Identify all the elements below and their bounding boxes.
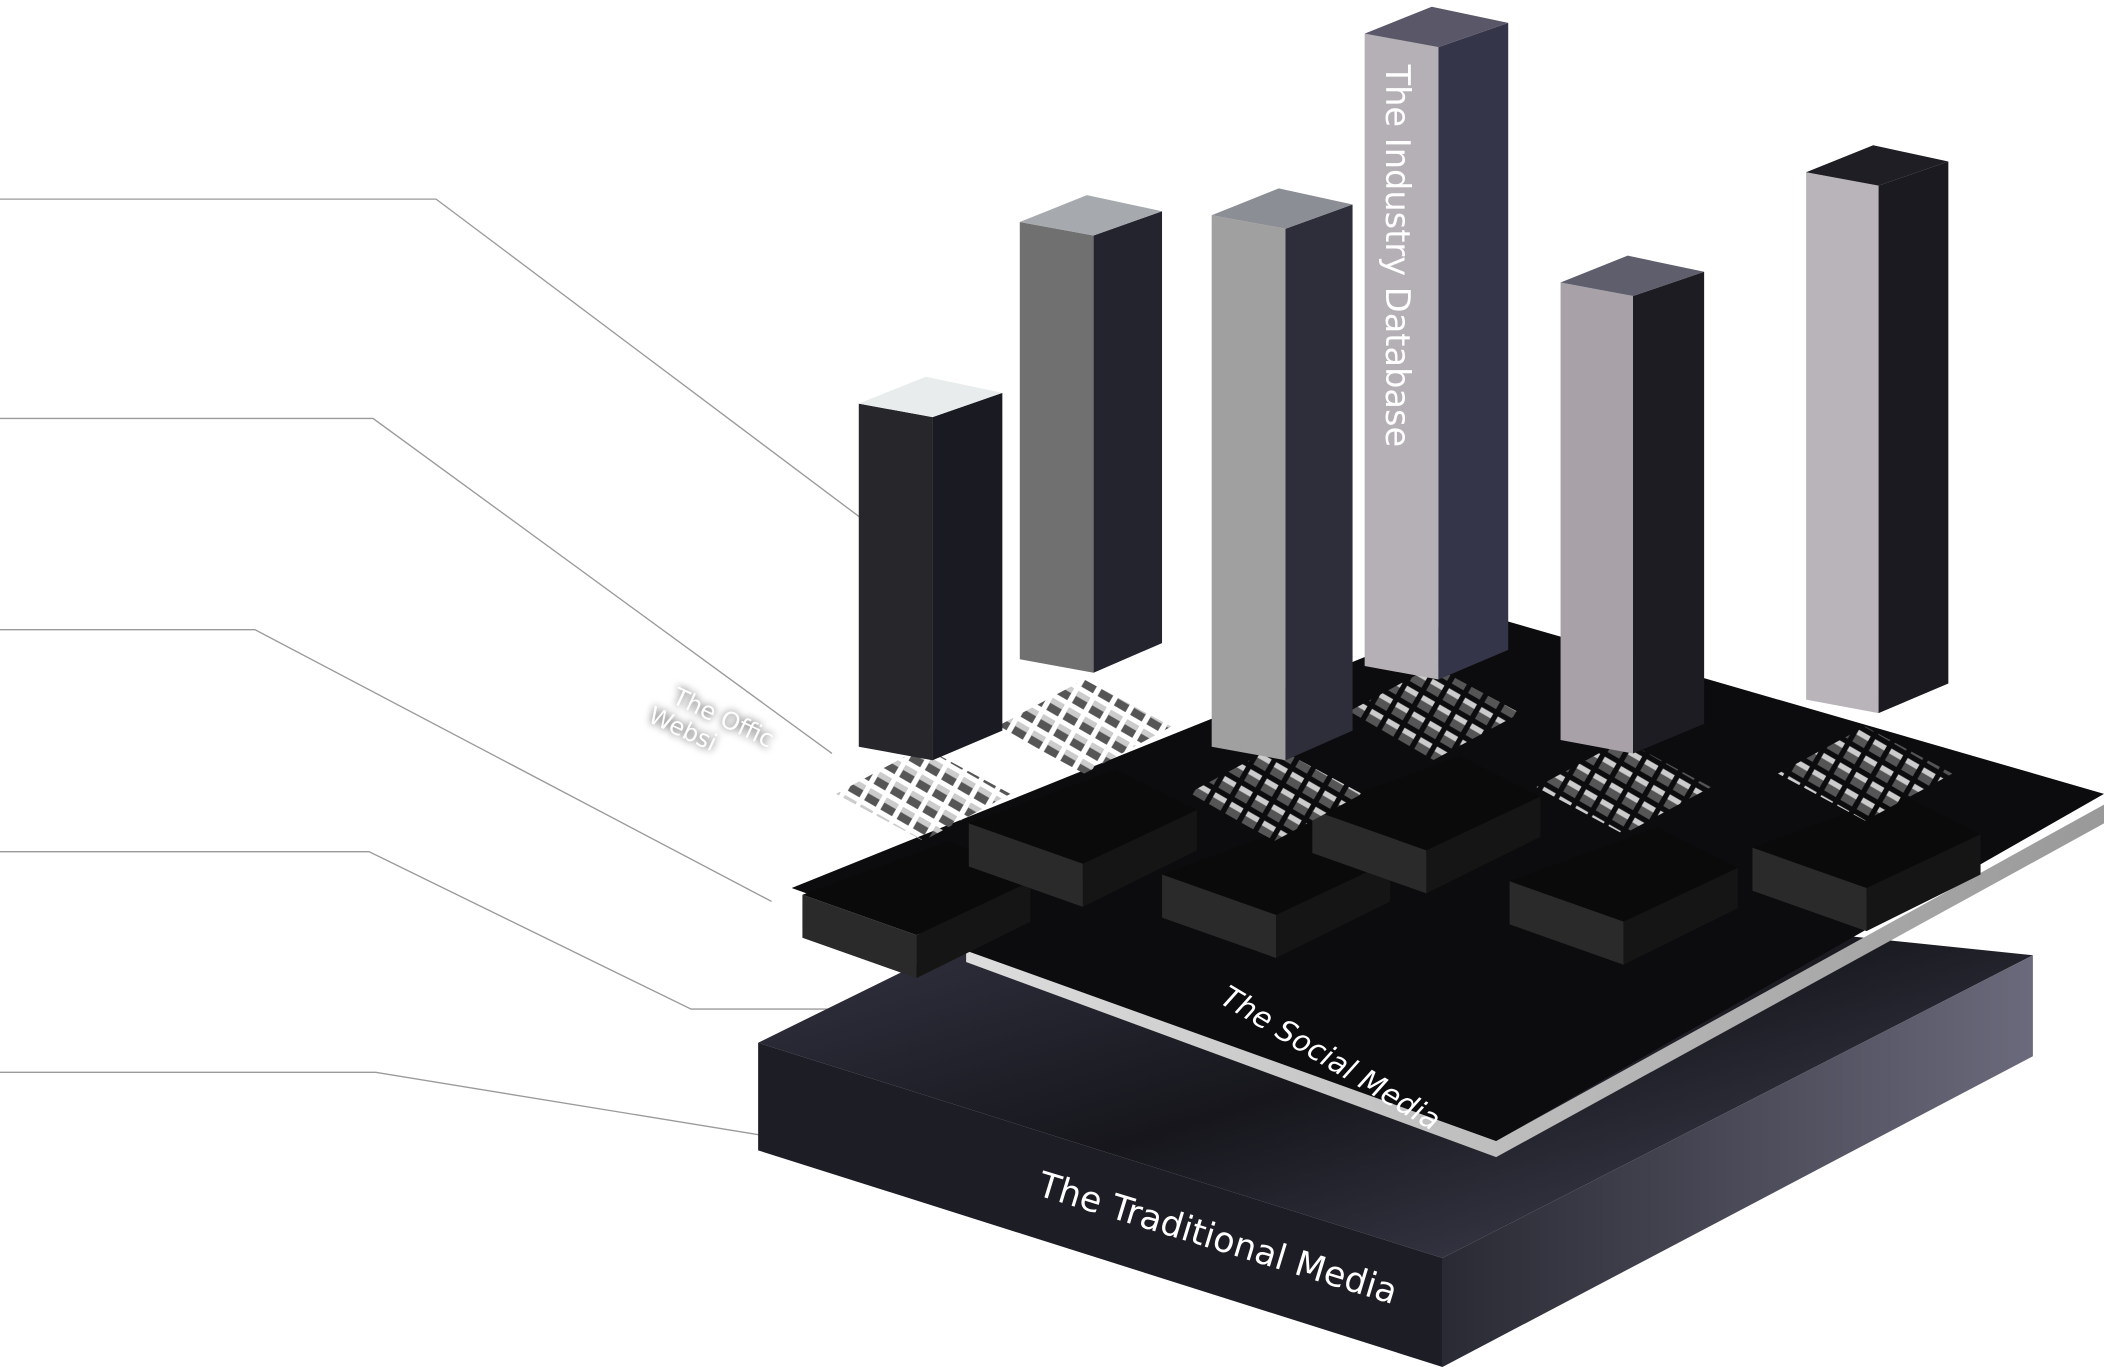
platform-block	[1509, 827, 1738, 965]
bar-side-face	[1093, 211, 1163, 673]
bar-top-face	[1806, 145, 1949, 186]
bar-side-face	[932, 392, 1003, 761]
platform-blocks	[802, 756, 1981, 979]
bar	[1364, 6, 1509, 680]
cube-cluster	[996, 679, 1172, 774]
bar-front-face	[1019, 222, 1094, 673]
bar-side-face	[1633, 271, 1705, 754]
cube-cluster	[1187, 746, 1362, 841]
bar-front-face	[1364, 33, 1439, 680]
platform-block	[1312, 756, 1541, 894]
bar	[1806, 145, 1949, 714]
leader-line-1	[0, 198, 880, 533]
cube-cluster	[1536, 740, 1711, 835]
leader-line-3	[0, 629, 772, 903]
bar-front-face	[1211, 215, 1286, 761]
industry-database-label: The Industry Database	[1378, 64, 1417, 448]
cube-cluster	[1777, 726, 1953, 821]
official-website-partial-label: The Offic Websi	[644, 682, 778, 757]
bar-top-face	[1560, 255, 1705, 297]
platform-block	[1752, 793, 1981, 932]
cube-cluster	[835, 746, 1011, 841]
cube-cluster	[1345, 666, 1521, 761]
bar-top-face	[1019, 195, 1163, 236]
bar-front-face	[1806, 172, 1879, 714]
bar-front-face	[858, 403, 933, 761]
bar-side-face	[1878, 161, 1949, 714]
bar	[858, 376, 1003, 761]
bar-side-face	[1285, 204, 1353, 761]
bars	[858, 6, 1949, 761]
bar-top-face	[1211, 188, 1353, 229]
bar	[1560, 255, 1705, 754]
cube-clusters	[835, 666, 1953, 841]
bar	[1211, 188, 1353, 761]
bar-top-face	[858, 376, 1003, 418]
bar-front-face	[1560, 282, 1634, 754]
platform-block	[968, 769, 1197, 907]
leader-line-2	[0, 417, 833, 755]
bar	[1019, 195, 1163, 673]
bar-side-face	[1438, 22, 1509, 680]
bar-top-face	[1364, 6, 1509, 48]
